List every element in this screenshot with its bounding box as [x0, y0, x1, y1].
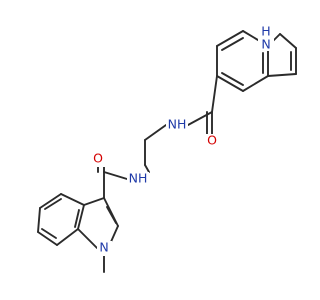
bond-layer — [37, 30, 297, 273]
bond-top-c6-c1 — [216, 75, 244, 92]
molecule-diagram: H N O NH O NH N — [37, 24, 297, 273]
bond-linker-1 — [144, 124, 167, 141]
bond-bottom-inner-b — [44, 198, 62, 210]
bond-bottom-inner-a — [41, 228, 57, 239]
indole-nh-hydrogen-label: H — [261, 24, 270, 39]
bond-bottom-c3a-c3 — [83, 197, 105, 206]
bond-bottom-n-c7a — [77, 228, 98, 249]
bond-bottom-c7-c6 — [37, 231, 58, 246]
bond-top-inner-a — [221, 37, 244, 51]
amide-oxygen-bottom-label: O — [93, 151, 103, 166]
bond-top-c2-c3 — [216, 30, 244, 47]
bond-top-c5-c6 — [242, 75, 269, 92]
indole-nh-nitrogen-label: N — [261, 37, 270, 52]
amide-nh-top-label: NH — [168, 117, 187, 132]
bond-top-n-c — [279, 33, 297, 49]
amide-nh-bottom-label: NH — [129, 171, 148, 186]
bond-bottom-c7a-c7 — [56, 228, 79, 246]
bond-bottom-n-carbonyl — [103, 171, 128, 180]
bond-top-c-c5 — [267, 73, 297, 77]
bond-top-carbonyl-n — [187, 111, 213, 126]
atom-label-layer: H N O NH O NH N — [91, 24, 274, 256]
bond-bottom-pyrrole-double — [106, 206, 117, 224]
bond-bottom-c4-c3a — [60, 193, 85, 206]
bond-linker-3 — [144, 164, 150, 173]
bond-bottom-c6-c5 — [37, 207, 41, 233]
methylindole-nitrogen-label: N — [99, 240, 108, 255]
bond-bottom-c7a-c3a — [77, 204, 85, 230]
bond-bottom-inner-c — [74, 209, 80, 228]
bond-top-ring-carbonyl — [211, 75, 218, 113]
bond-bottom-c5-c4 — [39, 193, 62, 209]
bond-top-inner-c — [221, 72, 244, 86]
amide-oxygen-top-label: O — [207, 133, 217, 148]
